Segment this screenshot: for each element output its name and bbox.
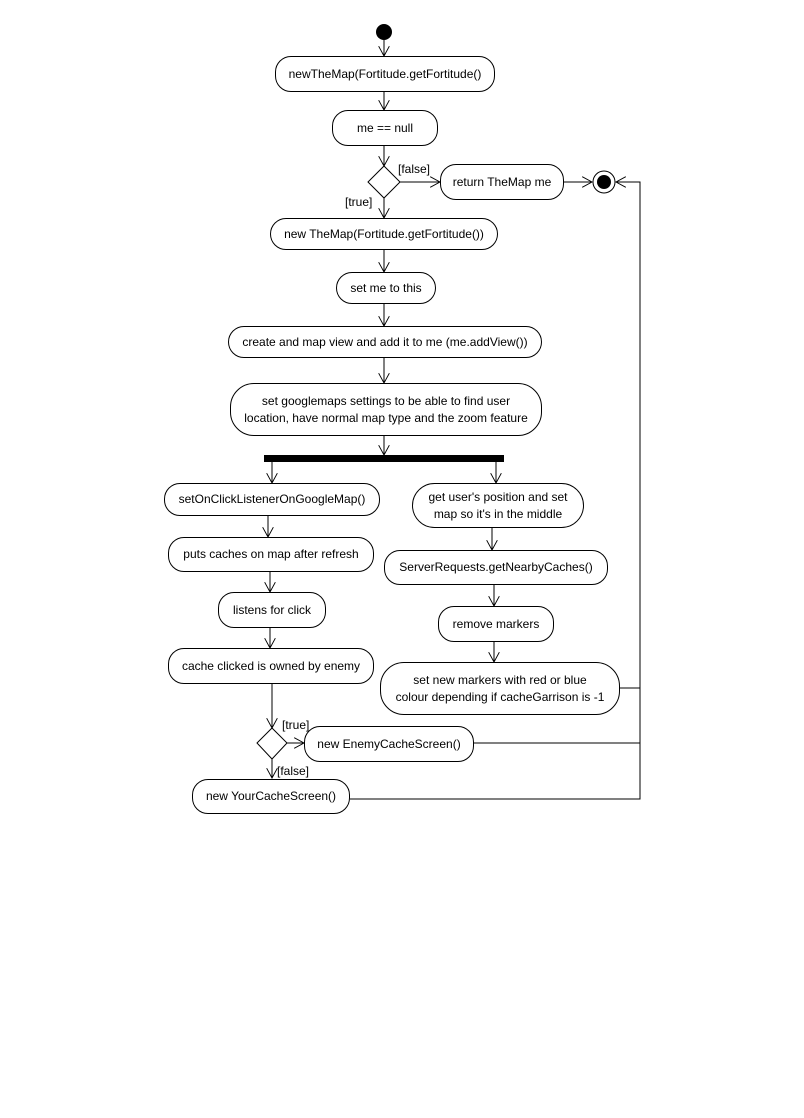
action-new-the-map-constructor: new TheMap(Fortitude.getFortitude()) xyxy=(270,218,498,250)
initial-node xyxy=(376,24,392,40)
guard-true-top: [true] xyxy=(345,195,373,209)
action-me-null-check: me == null xyxy=(332,110,438,146)
action-set-click-listener: setOnClickListenerOnGoogleMap() xyxy=(164,483,380,516)
action-return-the-map: return TheMap me xyxy=(440,164,564,200)
action-your-cache-screen: new YourCacheScreen() xyxy=(192,779,350,814)
action-create-map-view: create and map view and add it to me (me… xyxy=(228,326,542,358)
action-remove-markers: remove markers xyxy=(438,606,554,642)
action-set-me: set me to this xyxy=(336,272,436,304)
action-listens-click: listens for click xyxy=(218,592,326,628)
final-node-inner xyxy=(597,175,611,189)
action-puts-caches: puts caches on map after refresh xyxy=(168,537,374,572)
guard-false-bottom: [false] xyxy=(277,764,310,778)
decision-enemy xyxy=(256,727,288,760)
action-googlemaps-settings: set googlemaps settings to be able to fi… xyxy=(230,383,542,436)
action-cache-owned-enemy: cache clicked is owned by enemy xyxy=(168,648,374,684)
action-enemy-cache-screen: new EnemyCacheScreen() xyxy=(304,726,474,762)
action-get-nearby-caches: ServerRequests.getNearbyCaches() xyxy=(384,550,608,585)
action-new-the-map-call: newTheMap(Fortitude.getFortitude() xyxy=(275,56,495,92)
decision-me-null xyxy=(367,165,401,199)
guard-false-top: [false] xyxy=(398,162,431,176)
fork-bar xyxy=(264,455,504,462)
guard-true-bottom: [true] xyxy=(282,718,310,732)
edge-y1-final xyxy=(350,182,641,800)
